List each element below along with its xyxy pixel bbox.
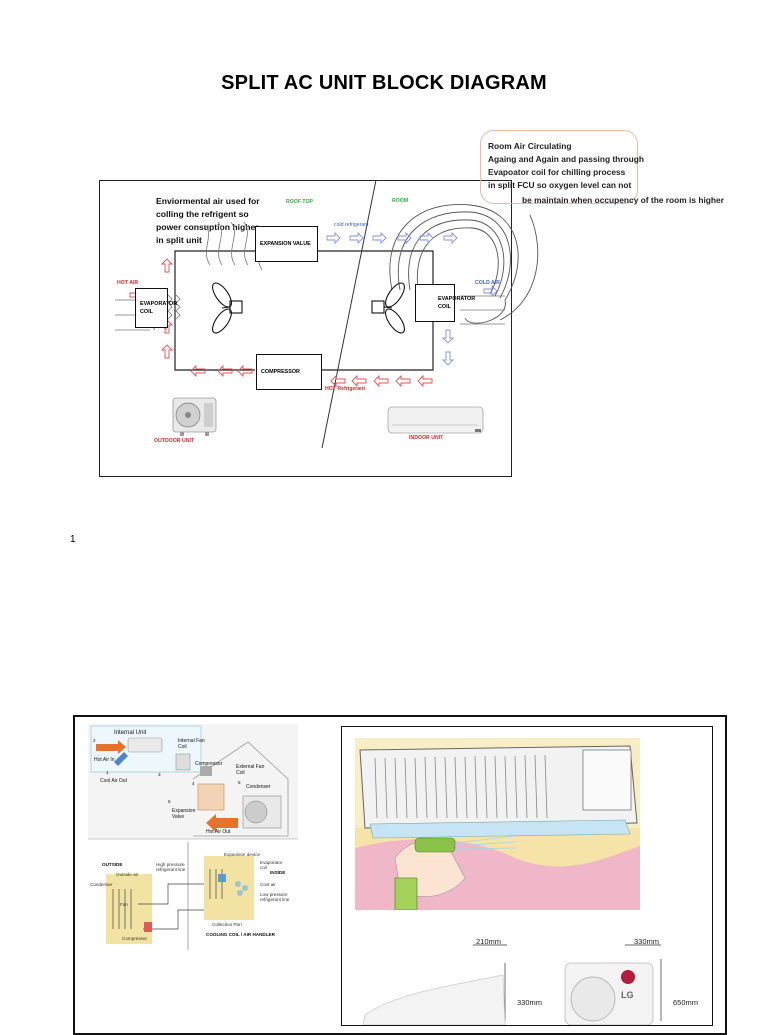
env-note-line: in split unit: [156, 235, 202, 245]
hot-air-out-label: Hot Air Out: [206, 829, 231, 835]
outdoor-unit-image: [172, 397, 217, 436]
compressor-box: COMPRESSOR: [256, 354, 322, 390]
high-pressure-label: High pressure refrigerant line: [156, 862, 186, 872]
cold-refrigerant-label: cold refrigerant: [334, 222, 369, 228]
evaporator-coil-right-box: EVAPORATOR COIL: [415, 284, 475, 322]
env-note-line: colling the refrigent so: [156, 209, 249, 219]
outside-label: OUTSIDE: [102, 862, 123, 867]
internal-unit-label: Internal Unit: [114, 730, 147, 736]
callout-line: Againg and Again and passing through: [488, 154, 645, 164]
dimension-650mm: 650mm: [673, 998, 699, 1007]
callout-line: Evapoator coil for chilling process: [488, 167, 626, 177]
evaporator-coil-left-box: EVAPORATOR COIL: [135, 288, 178, 328]
external-fan-coil-label: External Fan Coil: [236, 764, 265, 776]
collection-pan-label: Collection Pan: [212, 922, 242, 927]
expansion-valve-label-fig: Expansion Valve: [172, 808, 196, 820]
step-number: 3: [158, 772, 161, 777]
cleaning-illustration: [355, 738, 640, 910]
expansion-valve-box: EXPANSION VALUE: [255, 226, 318, 262]
cooling-coil-label: COOLING COIL / AIR HANDLER: [206, 932, 275, 937]
compressor-label: COMPRESSOR: [261, 369, 300, 375]
roof-top-label: ROOF TOP: [286, 199, 313, 205]
env-note-line: Enviormental air used for: [156, 196, 260, 206]
page-title: SPLIT AC UNIT BLOCK DIAGRAM: [221, 72, 547, 94]
expansion-valve-label: EXPANSION VALUE: [260, 241, 311, 247]
evaporator-coil-label: Evaporator coil: [260, 860, 283, 870]
dimension-210mm: 210mm: [476, 937, 502, 946]
step-number: 4: [192, 781, 195, 786]
evaporator-right-label: EVAPORATOR COIL: [438, 296, 476, 310]
room-label: ROOM: [392, 198, 409, 204]
env-note-line: power consuption higher: [156, 222, 259, 232]
indoor-unit-image: [387, 406, 484, 434]
cold-air-label: COLD AIR: [475, 280, 500, 286]
callout-bubble: [480, 130, 638, 204]
callout-line: be maintain when occupency of the room i…: [522, 195, 724, 205]
expansion-device-label: Expansion device: [224, 852, 261, 857]
hot-air-label: HOT AIR: [117, 280, 139, 286]
callout-line: in split FCU so oxygen level can not: [488, 180, 632, 190]
cool-air-label: Cool air: [260, 882, 276, 887]
outside-air-label: Outside air: [116, 872, 139, 877]
hot-refrigerant-label: HOT Refrigerant: [325, 386, 366, 392]
inside-label: INSIDE: [270, 870, 286, 875]
dimension-330mm-top: 330mm: [634, 937, 660, 946]
brand-logo-text: LG: [621, 990, 634, 1000]
callout-line: Room Air Circulating: [488, 141, 572, 151]
step-number: 6: [168, 799, 171, 804]
step-number: 5: [238, 780, 241, 785]
compressor-label-bottom: Compressor: [122, 936, 148, 941]
low-pressure-label: Low pressure refrigerant line: [260, 892, 290, 902]
hot-air-in-label: Hot Air In: [94, 757, 115, 763]
outdoor-unit-label: OUTDOOR UNIT: [154, 438, 195, 444]
diagram-drawing: [115, 179, 539, 449]
evaporator-left-label: EVAPORATOR COIL: [140, 301, 178, 315]
dimension-330mm: 330mm: [517, 998, 543, 1007]
indoor-unit-label: INDOOR UNIT: [409, 435, 444, 441]
step-number: 2: [93, 738, 96, 743]
step-number: 1: [106, 770, 109, 775]
internal-fan-coil-label: Internal Fan Coil: [178, 738, 205, 750]
page-number: 1: [70, 534, 76, 545]
split-ac-schematic: Internal Unit Hot Air In Cool Air Out In…: [88, 724, 298, 950]
fan-label: Fan: [120, 902, 128, 907]
cool-air-out-label: Cool Air Out: [100, 778, 127, 784]
block-diagram-frame: [99, 180, 512, 477]
unit-dimensions-illustration: [362, 944, 662, 1025]
condenser-label-bottom: Condenser: [90, 882, 113, 887]
condenser-label-top: Condenser: [246, 784, 271, 790]
compressor-label-top: Compressor: [195, 761, 223, 767]
